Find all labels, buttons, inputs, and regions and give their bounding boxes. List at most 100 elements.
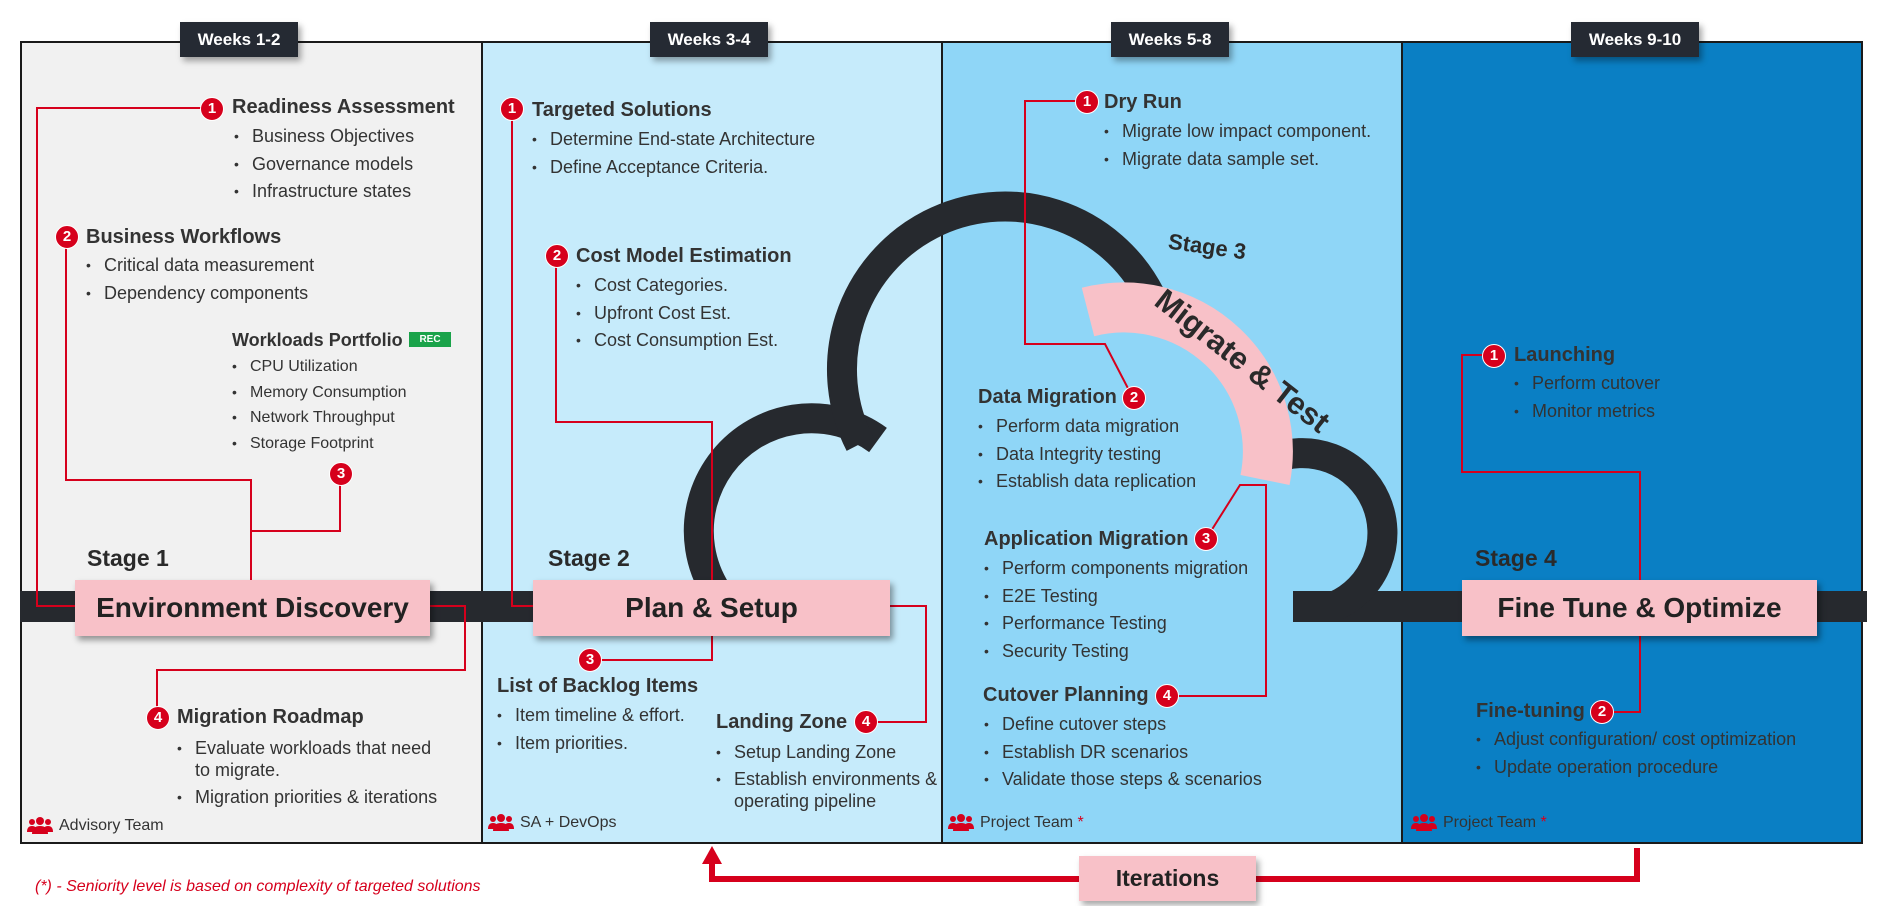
list-item: Item timeline & effort. (497, 702, 685, 730)
migration-roadmap-title: Migration Roadmap (177, 706, 364, 728)
list-item: Upfront Cost Est. (576, 300, 778, 328)
stage4-team: Project Team * (1411, 813, 1547, 832)
stage-2-label: Stage 2 (548, 545, 630, 571)
seniority-mark: * (1540, 814, 1547, 831)
list-item: Performance Testing (984, 610, 1248, 638)
list-item: CPU Utilization (232, 354, 407, 380)
stage-1-label: Stage 1 (87, 545, 169, 571)
readiness-assessment-title: Readiness Assessment (232, 96, 455, 118)
stage2-team: SA + DevOps (488, 813, 617, 832)
list-item: E2E Testing (984, 583, 1248, 611)
list-item: Dependency components (86, 280, 314, 308)
launching-list: Perform cutover Monitor metrics (1514, 370, 1660, 425)
list-item: Migrate low impact component. (1104, 118, 1371, 146)
stage3-item-4-number: 4 (1155, 684, 1179, 708)
seniority-mark: * (1077, 814, 1084, 831)
list-item: Business Objectives (234, 123, 414, 151)
stage-1-title: Environment Discovery (75, 580, 430, 636)
data-migration-title: Data Migration (978, 386, 1117, 408)
cutover-list: Define cutover steps Establish DR scenar… (984, 711, 1262, 794)
list-item: Adjust configuration/ cost optimization (1476, 726, 1796, 754)
list-item: Migrate data sample set. (1104, 146, 1371, 174)
stage-4-title: Fine Tune & Optimize (1462, 580, 1817, 636)
stage4-item-2-number: 2 (1590, 700, 1614, 724)
list-item: Evaluate workloads that need to migrate. (177, 737, 442, 781)
list-item: Establish environments & operating pipel… (716, 768, 941, 812)
list-item: Perform cutover (1514, 370, 1660, 398)
cost-model-title: Cost Model Estimation (576, 245, 792, 267)
landing-zone-title: Landing Zone (716, 711, 848, 733)
team-name: SA + DevOps (520, 814, 617, 831)
list-item: Determine End-state Architecture (532, 126, 815, 154)
list-item: Infrastructure states (234, 178, 414, 206)
application-migration-title: Application Migration (984, 528, 1189, 550)
list-item: Setup Landing Zone (716, 741, 941, 763)
team-icon (948, 814, 974, 831)
iterations-box: Iterations (1079, 856, 1256, 901)
stage-4-label: Stage 4 (1475, 545, 1557, 571)
list-item: Establish data replication (978, 468, 1196, 496)
cost-list: Cost Categories. Upfront Cost Est. Cost … (576, 272, 778, 355)
stage2-item-2-number: 2 (545, 244, 569, 268)
week-label-1: Weeks 1-2 (180, 22, 298, 57)
dry-run-title: Dry Run (1104, 91, 1182, 113)
readiness-list: Business Objectives Governance models In… (234, 123, 414, 206)
stage3-item-2-number: 2 (1122, 386, 1146, 410)
dryrun-list: Migrate low impact component. Migrate da… (1104, 118, 1371, 173)
stage1-item-3-number: 3 (329, 462, 353, 486)
list-item: Data Integrity testing (978, 441, 1196, 469)
list-item: Security Testing (984, 638, 1248, 666)
list-item: Item priorities. (497, 730, 685, 758)
list-item: Define cutover steps (984, 711, 1262, 739)
list-item: Cost Categories. (576, 272, 778, 300)
landing-list: Setup Landing Zone Establish environment… (716, 741, 941, 817)
stage3-item-1-number: 1 (1075, 90, 1099, 114)
app-migration-list: Perform components migration E2E Testing… (984, 555, 1248, 665)
footnote: (*) - Seniority level is based on comple… (35, 878, 481, 895)
business-workflows-title: Business Workflows (86, 226, 282, 248)
stage1-team: Advisory Team (27, 816, 164, 835)
team-icon (27, 817, 53, 834)
stage1-item-2-number: 2 (55, 225, 79, 249)
list-item: Monitor metrics (1514, 398, 1660, 426)
roadmap-list: Evaluate workloads that need to migrate.… (177, 737, 442, 813)
team-name: Advisory Team (59, 817, 164, 834)
backlog-list: Item timeline & effort. Item priorities. (497, 702, 685, 757)
week-label-4: Weeks 9-10 (1571, 22, 1699, 57)
targeted-solutions-title: Targeted Solutions (532, 99, 712, 121)
column-stage-4 (1401, 41, 1863, 844)
team-icon (1411, 814, 1437, 831)
week-label-2: Weeks 3-4 (650, 22, 768, 57)
stage1-item-1-number: 1 (200, 97, 224, 121)
list-item: Perform components migration (984, 555, 1248, 583)
rec-badge: REC (409, 332, 451, 347)
workflows-list: Critical data measurement Dependency com… (86, 252, 314, 307)
list-item: Cost Consumption Est. (576, 327, 778, 355)
stage1-item-4-number: 4 (146, 706, 170, 730)
stage3-team: Project Team * (948, 813, 1084, 832)
backlog-title: List of Backlog Items (497, 675, 699, 697)
workloads-portfolio-title: Workloads Portfolio (232, 330, 403, 350)
stage4-item-1-number: 1 (1482, 344, 1506, 368)
data-migration-list: Perform data migration Data Integrity te… (978, 413, 1196, 496)
list-item: Update operation procedure (1476, 754, 1796, 782)
stage2-item-3-number: 3 (578, 648, 602, 672)
list-item: Memory Consumption (232, 380, 407, 406)
team-icon (488, 814, 514, 831)
list-item: Network Throughput (232, 405, 407, 431)
launching-title: Launching (1514, 344, 1616, 366)
team-name: Project Team (980, 814, 1074, 831)
team-name: Project Team (1443, 814, 1537, 831)
list-item: Define Acceptance Criteria. (532, 154, 815, 182)
stage-2-title: Plan & Setup (533, 580, 890, 636)
week-label-3: Weeks 5-8 (1111, 22, 1229, 57)
cutover-planning-title: Cutover Planning (983, 684, 1149, 706)
stage2-item-4-number: 4 (854, 710, 878, 734)
list-item: Migration priorities & iterations (177, 786, 442, 808)
list-item: Perform data migration (978, 413, 1196, 441)
list-item: Storage Footprint (232, 431, 407, 457)
portfolio-list: CPU Utilization Memory Consumption Netwo… (232, 354, 407, 456)
fine-tuning-list: Adjust configuration/ cost optimization … (1476, 726, 1796, 781)
solutions-list: Determine End-state Architecture Define … (532, 126, 815, 181)
list-item: Critical data measurement (86, 252, 314, 280)
